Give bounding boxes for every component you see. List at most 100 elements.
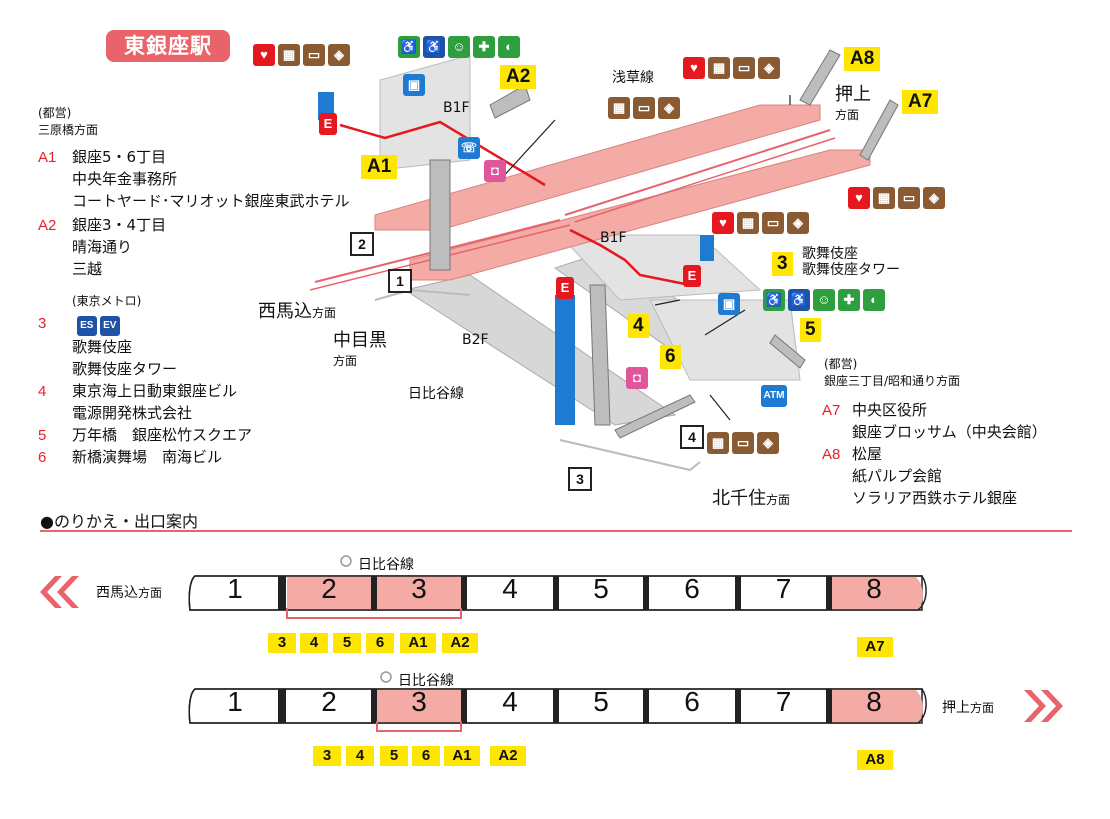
exit-label-a2: A2 xyxy=(500,65,537,89)
exit-label-a1: A1 xyxy=(361,155,398,179)
train1-car-5: 5 xyxy=(593,573,609,604)
ic-card-icon: ◈ xyxy=(923,187,945,209)
facility-icons-toilet: ♿♿☺✚◐ xyxy=(398,36,523,58)
train1-left-chevron xyxy=(40,576,62,608)
aed-icon: ♥ xyxy=(848,187,870,209)
platform-4: 4 xyxy=(680,425,704,449)
direction-nishimagome: 西馬込方面 xyxy=(258,301,337,322)
train1-car-3: 3 xyxy=(411,573,427,604)
fare-adjust-icon: ▭ xyxy=(732,432,754,454)
ticket-machine-icon: ▦ xyxy=(708,57,730,79)
direction-oshiage: 押上 方面 xyxy=(835,84,871,122)
legend-row: 歌舞伎座タワー xyxy=(72,360,178,378)
fare-adjust-icon: ▭ xyxy=(633,97,655,119)
exit-label-3: 3 xyxy=(772,252,793,276)
train1-car-7: 7 xyxy=(775,573,792,604)
facility-icons-a1: ♥▦▭◈ xyxy=(253,44,353,66)
ostomate-icon: ✚ xyxy=(473,36,495,58)
train1-exit-tag: A7 xyxy=(857,637,893,657)
aed-icon: ♥ xyxy=(253,44,275,66)
car-2-bg xyxy=(287,576,371,610)
train2-exit-tag: A1 xyxy=(444,746,480,766)
elevator-route-2 xyxy=(569,228,691,287)
line-label-asakusa: 浅草線 xyxy=(612,70,654,86)
section-divider xyxy=(40,530,1072,532)
floor-label-b2f: B2F xyxy=(462,332,489,348)
car-8-bg xyxy=(832,689,923,723)
lost-found-icon: ▣ xyxy=(403,74,425,96)
exit3-landmark-2: 歌舞伎座タワー xyxy=(802,262,900,278)
train2-car-8: 8 xyxy=(866,686,882,717)
fare-adjust-icon: ▭ xyxy=(733,57,755,79)
train1-exit-tag: A1 xyxy=(400,633,436,653)
car-3-bg xyxy=(377,576,461,610)
facility-icons-a7: ♥▦▭◈ xyxy=(848,187,948,209)
train2-exit-tag: A8 xyxy=(857,750,893,770)
exit-label-4: 4 xyxy=(628,314,649,338)
facility-icons-4: ▦▭◈ xyxy=(707,432,782,454)
train2-car-3: 3 xyxy=(411,686,427,717)
train2-car-5: 5 xyxy=(593,686,609,717)
legend-left-toei-header: (都営) xyxy=(38,106,72,120)
platform-2: 2 xyxy=(350,232,374,256)
platform-3: 3 xyxy=(568,467,592,491)
stairs-a7 xyxy=(859,99,899,161)
stairs-a8 xyxy=(799,49,841,106)
station-title: 東銀座駅 xyxy=(106,30,230,62)
train2-hibiya-label: 日比谷線 xyxy=(398,673,454,689)
transfer-section-title: ●のりかえ・出口案内 xyxy=(40,512,198,531)
baby-icon: ☺ xyxy=(813,289,835,311)
fare-adjust-icon: ▭ xyxy=(762,212,784,234)
legend-row: ソラリア西鉄ホテル銀座 xyxy=(852,489,1018,507)
facility-icons-asakusa: ▦▭◈ xyxy=(608,97,683,119)
floor-label-b1f-upper: B1F xyxy=(443,100,470,116)
train2-car-4: 4 xyxy=(502,686,518,717)
escalator-icon: ES xyxy=(76,316,97,336)
lost-found-icon: ▣ xyxy=(718,293,740,315)
platform-1: 1 xyxy=(388,269,412,293)
aed-icon: ♥ xyxy=(712,212,734,234)
car-8-bg xyxy=(832,576,923,610)
train1-hibiya-label: 日比谷線 xyxy=(358,557,414,573)
fare-adjust-icon: ▭ xyxy=(303,44,325,66)
legend-row: 三越 xyxy=(72,260,103,278)
train1-car-6: 6 xyxy=(684,573,700,604)
legend-row: 歌舞伎座 xyxy=(72,338,133,356)
exit3-landmark-1: 歌舞伎座 xyxy=(802,246,858,262)
train1-car-4: 4 xyxy=(502,573,518,604)
ic-card-icon: ◈ xyxy=(328,44,350,66)
train-2 xyxy=(188,671,1063,732)
train1-car-2: 2 xyxy=(321,573,337,604)
train1-exit-tag: 5 xyxy=(333,633,361,653)
elevator-route-1 xyxy=(339,120,546,187)
ticket-machine-icon: ▦ xyxy=(707,432,729,454)
legend-row: 中央年金事務所 xyxy=(72,170,178,188)
stairs-a1 xyxy=(429,159,451,271)
asakusa-arrow-right2 xyxy=(574,137,836,223)
station-office-icon: ◘ xyxy=(484,160,506,182)
exit-label-a7: A7 xyxy=(902,90,939,114)
exit-label-6: 6 xyxy=(660,345,681,369)
train-1 xyxy=(40,555,927,619)
station-diagram xyxy=(309,49,899,472)
ic-card-icon: ◈ xyxy=(787,212,809,234)
ic-card-icon: ◈ xyxy=(758,57,780,79)
toilet-icon: ♿ xyxy=(763,289,785,311)
phone-icon: ☏ xyxy=(458,137,480,159)
train2-exit-tag: A2 xyxy=(490,746,526,766)
legend-row: 銀座ブロッサム（中央会館） xyxy=(852,423,1047,441)
fare-adjust-icon: ▭ xyxy=(898,187,920,209)
direction-nakameguro: 中目黒 方面 xyxy=(333,330,387,368)
toilet-icon: ♿ xyxy=(398,36,420,58)
ticket-machine-icon: ▦ xyxy=(278,44,300,66)
train2-car-2: 2 xyxy=(321,686,337,717)
atm-icon: ATM xyxy=(761,385,787,407)
floor-label-b1f-lower: B1F xyxy=(600,230,627,246)
elevator-shaft-b1 xyxy=(700,235,714,261)
train1-exit-tag: A2 xyxy=(442,633,478,653)
